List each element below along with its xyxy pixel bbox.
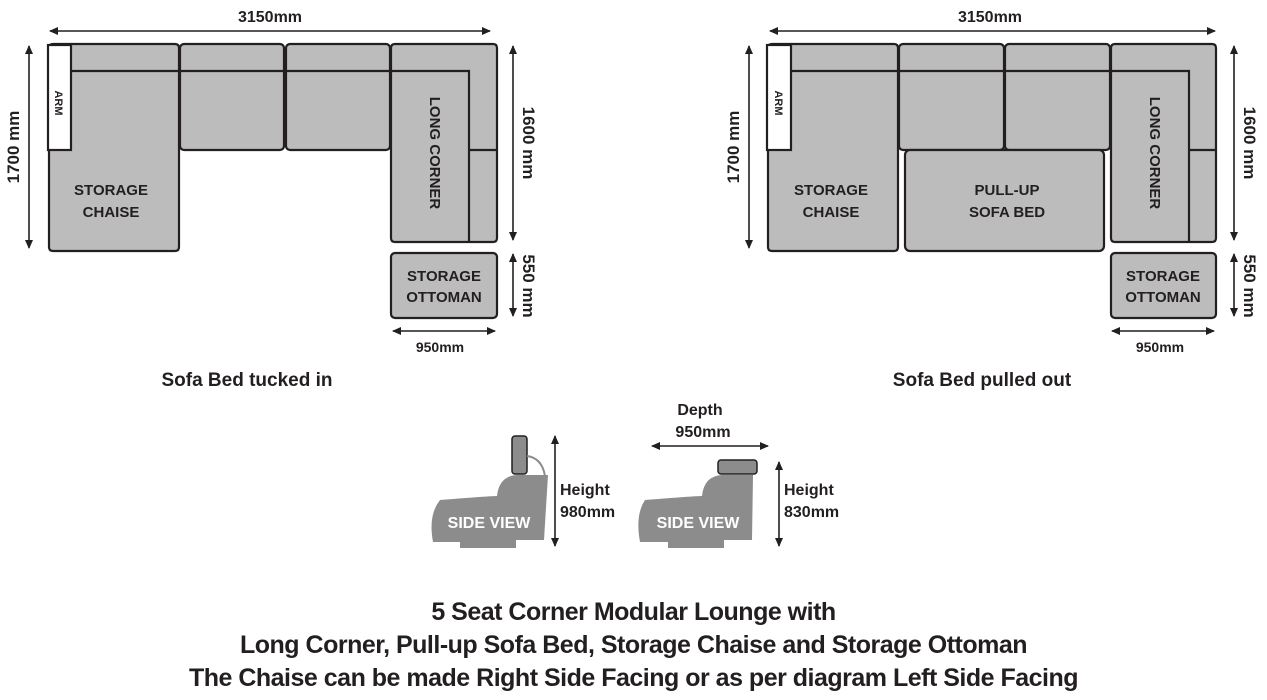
sofabed-label-line-2: SOFA BED	[969, 204, 1045, 221]
cushion-strap-icon	[526, 455, 546, 477]
left-height-label: 1700 mm	[4, 111, 23, 184]
backrest-line	[791, 69, 1191, 242]
diagram-tucked-in: 3150mm 1700 mm ARM STORAGE CHAISE LONG C…	[4, 9, 538, 391]
diagram-caption: Sofa Bed pulled out	[893, 370, 1072, 391]
storage-ottoman-module	[1109, 251, 1218, 320]
arm-label: ARM	[772, 90, 784, 115]
height-title: Height	[560, 482, 610, 499]
seat-module	[178, 42, 286, 152]
side-view-label: SIDE VIEW	[657, 515, 741, 532]
title-line-3: The Chaise can be made Right Side Facing…	[188, 664, 1079, 692]
ottoman-width-label: 950mm	[416, 339, 464, 355]
ottoman-height-label: 550 mm	[519, 254, 538, 317]
chaise-label-line-1: STORAGE	[794, 182, 868, 199]
left-height-label: 1700 mm	[724, 111, 743, 184]
backrest-line	[71, 69, 471, 242]
ottoman-width-label: 950mm	[1136, 339, 1184, 355]
backrest-cushion-icon	[511, 435, 528, 475]
height-value: 830mm	[784, 504, 839, 521]
ottoman-label-line-1: STORAGE	[407, 268, 481, 285]
height-title: Height	[784, 482, 834, 499]
width-label: 3150mm	[958, 9, 1022, 26]
right-height-label: 1600 mm	[519, 107, 538, 180]
ottoman-label-line-1: STORAGE	[1126, 268, 1200, 285]
arm-module	[765, 43, 793, 152]
arm-module	[46, 43, 73, 152]
side-view-silhouette	[431, 475, 548, 548]
pull-up-sofa-bed-module	[903, 148, 1106, 253]
arm-label: ARM	[52, 90, 64, 115]
long-corner-label: LONG CORNER	[426, 97, 443, 210]
seat-module	[897, 42, 1006, 152]
title-line-2: Long Corner, Pull-up Sofa Bed, Storage C…	[239, 631, 1028, 659]
height-value: 980mm	[560, 504, 615, 521]
side-view-silhouette	[638, 475, 753, 548]
width-label: 3150mm	[238, 9, 302, 26]
side-view-ottoman-chaise: Depth 950mm SIDE VIEW Height 830mm	[638, 402, 839, 548]
depth-title: Depth	[677, 402, 722, 419]
ottoman-height-label: 550 mm	[1240, 254, 1259, 317]
side-view-sofa: SIDE VIEW Height 980mm	[431, 435, 615, 548]
chaise-label-line-2: CHAISE	[83, 204, 140, 221]
depth-value: 950mm	[675, 424, 730, 441]
chaise-label-line-2: CHAISE	[803, 204, 860, 221]
title-line-1: 5 Seat Corner Modular Lounge with	[431, 598, 836, 626]
diagram-pulled-out: 3150mm 1700 mm ARM STORAGE CHAISE PULL-U…	[724, 9, 1259, 391]
sofabed-label-line-1: PULL-UP	[975, 182, 1040, 199]
side-view-label: SIDE VIEW	[448, 515, 532, 532]
ottoman-label-line-2: OTTOMAN	[406, 289, 482, 306]
diagram-caption: Sofa Bed tucked in	[161, 370, 332, 391]
chaise-label-line-1: STORAGE	[74, 182, 148, 199]
long-corner-label: LONG CORNER	[1146, 97, 1163, 210]
ottoman-label-line-2: OTTOMAN	[1125, 289, 1201, 306]
storage-ottoman-module	[389, 251, 499, 320]
cushion-icon	[717, 459, 758, 475]
right-height-label: 1600 mm	[1240, 107, 1259, 180]
seat-module	[1003, 42, 1112, 152]
seat-module	[284, 42, 392, 152]
long-corner-module	[389, 42, 499, 244]
